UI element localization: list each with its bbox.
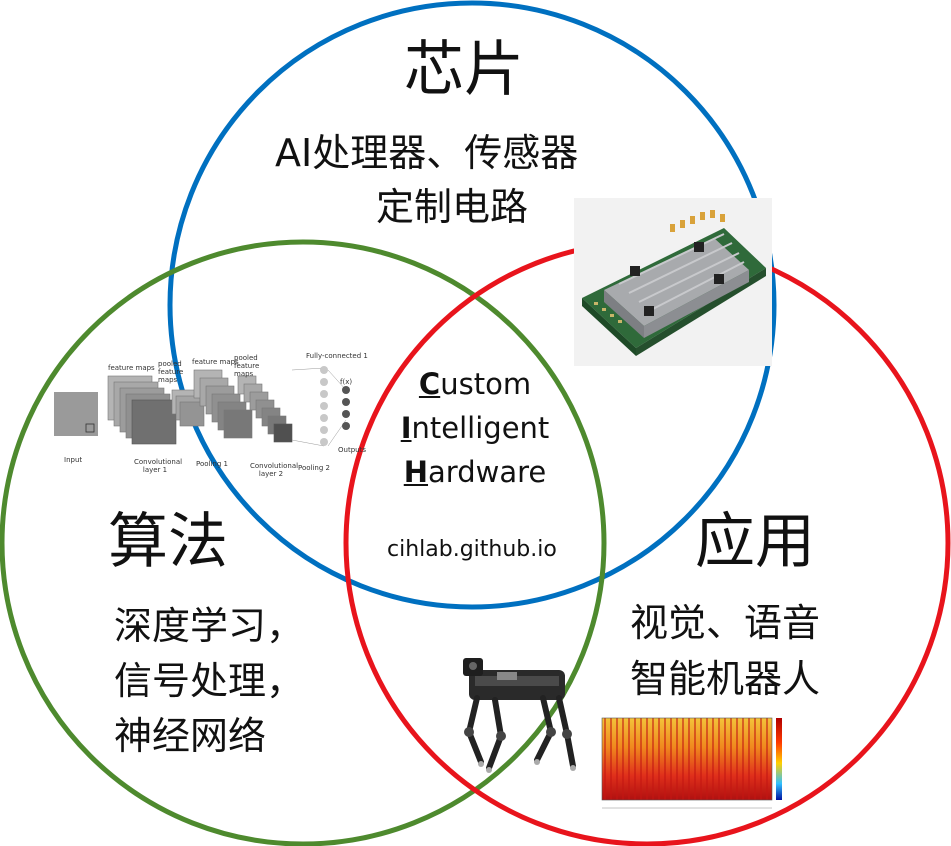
algorithm-line-2: 信号处理，: [114, 659, 305, 703]
application-title: 应用: [695, 507, 815, 577]
center-word-intelligent: ntelligent: [411, 411, 550, 446]
center-line-intelligent: Intelligent: [380, 406, 570, 450]
cnn-label-feature-maps-2: feature maps: [192, 358, 239, 366]
algorithm-line-1: 深度学习，: [114, 604, 305, 648]
center-acronym: Custom Intelligent Hardware: [380, 362, 570, 494]
website-link[interactable]: cihlab.github.io: [387, 537, 557, 562]
center-line-hardware: Hardware: [380, 450, 570, 494]
cnn-label-conv2: Convolutional layer 2: [250, 462, 299, 478]
letter-c: C: [418, 367, 441, 401]
application-line-2: 智能机器人: [630, 657, 821, 701]
cnn-label-fx: f(x): [340, 378, 353, 386]
cnn-architecture-image: [54, 366, 350, 447]
algorithm-title: 算法: [108, 507, 228, 577]
cnn-label-pooled-2: pooled feature maps: [234, 354, 260, 378]
algorithm-circle: [0, 239, 607, 846]
algorithm-line-3: 神经网络: [114, 714, 267, 758]
letter-h: H: [403, 455, 429, 490]
chip-line-1: AI处理器、传感器: [275, 131, 579, 175]
cnn-label-pool2: Pooling 2: [298, 464, 330, 472]
spectrogram-image: [601, 717, 782, 809]
cnn-label-input: Input: [64, 456, 83, 464]
quadruped-robot-image: [463, 658, 576, 773]
cnn-label-outputs: Outputs: [338, 446, 366, 454]
cnn-label-conv1: Convolutional layer 1: [134, 458, 183, 474]
chip-line-2: 定制电路: [376, 185, 529, 229]
cnn-label-feature-maps-1: feature maps: [108, 364, 155, 372]
center-line-custom: Custom: [380, 362, 570, 406]
application-line-1: 视觉、语音: [630, 601, 821, 645]
chip-title: 芯片: [404, 35, 524, 105]
cnn-label-pool1: Pooling 1: [196, 460, 228, 468]
center-word-custom: ustom: [440, 367, 532, 401]
center-word-hardware: ardware: [428, 455, 547, 490]
cnn-label-pooled-1: pooled feature maps: [158, 360, 184, 384]
letter-i: I: [400, 411, 412, 446]
cnn-label-fully-connected: Fully-connected 1: [306, 352, 368, 360]
circuit-board-image: [574, 198, 772, 366]
chip-circle: [167, 0, 777, 610]
